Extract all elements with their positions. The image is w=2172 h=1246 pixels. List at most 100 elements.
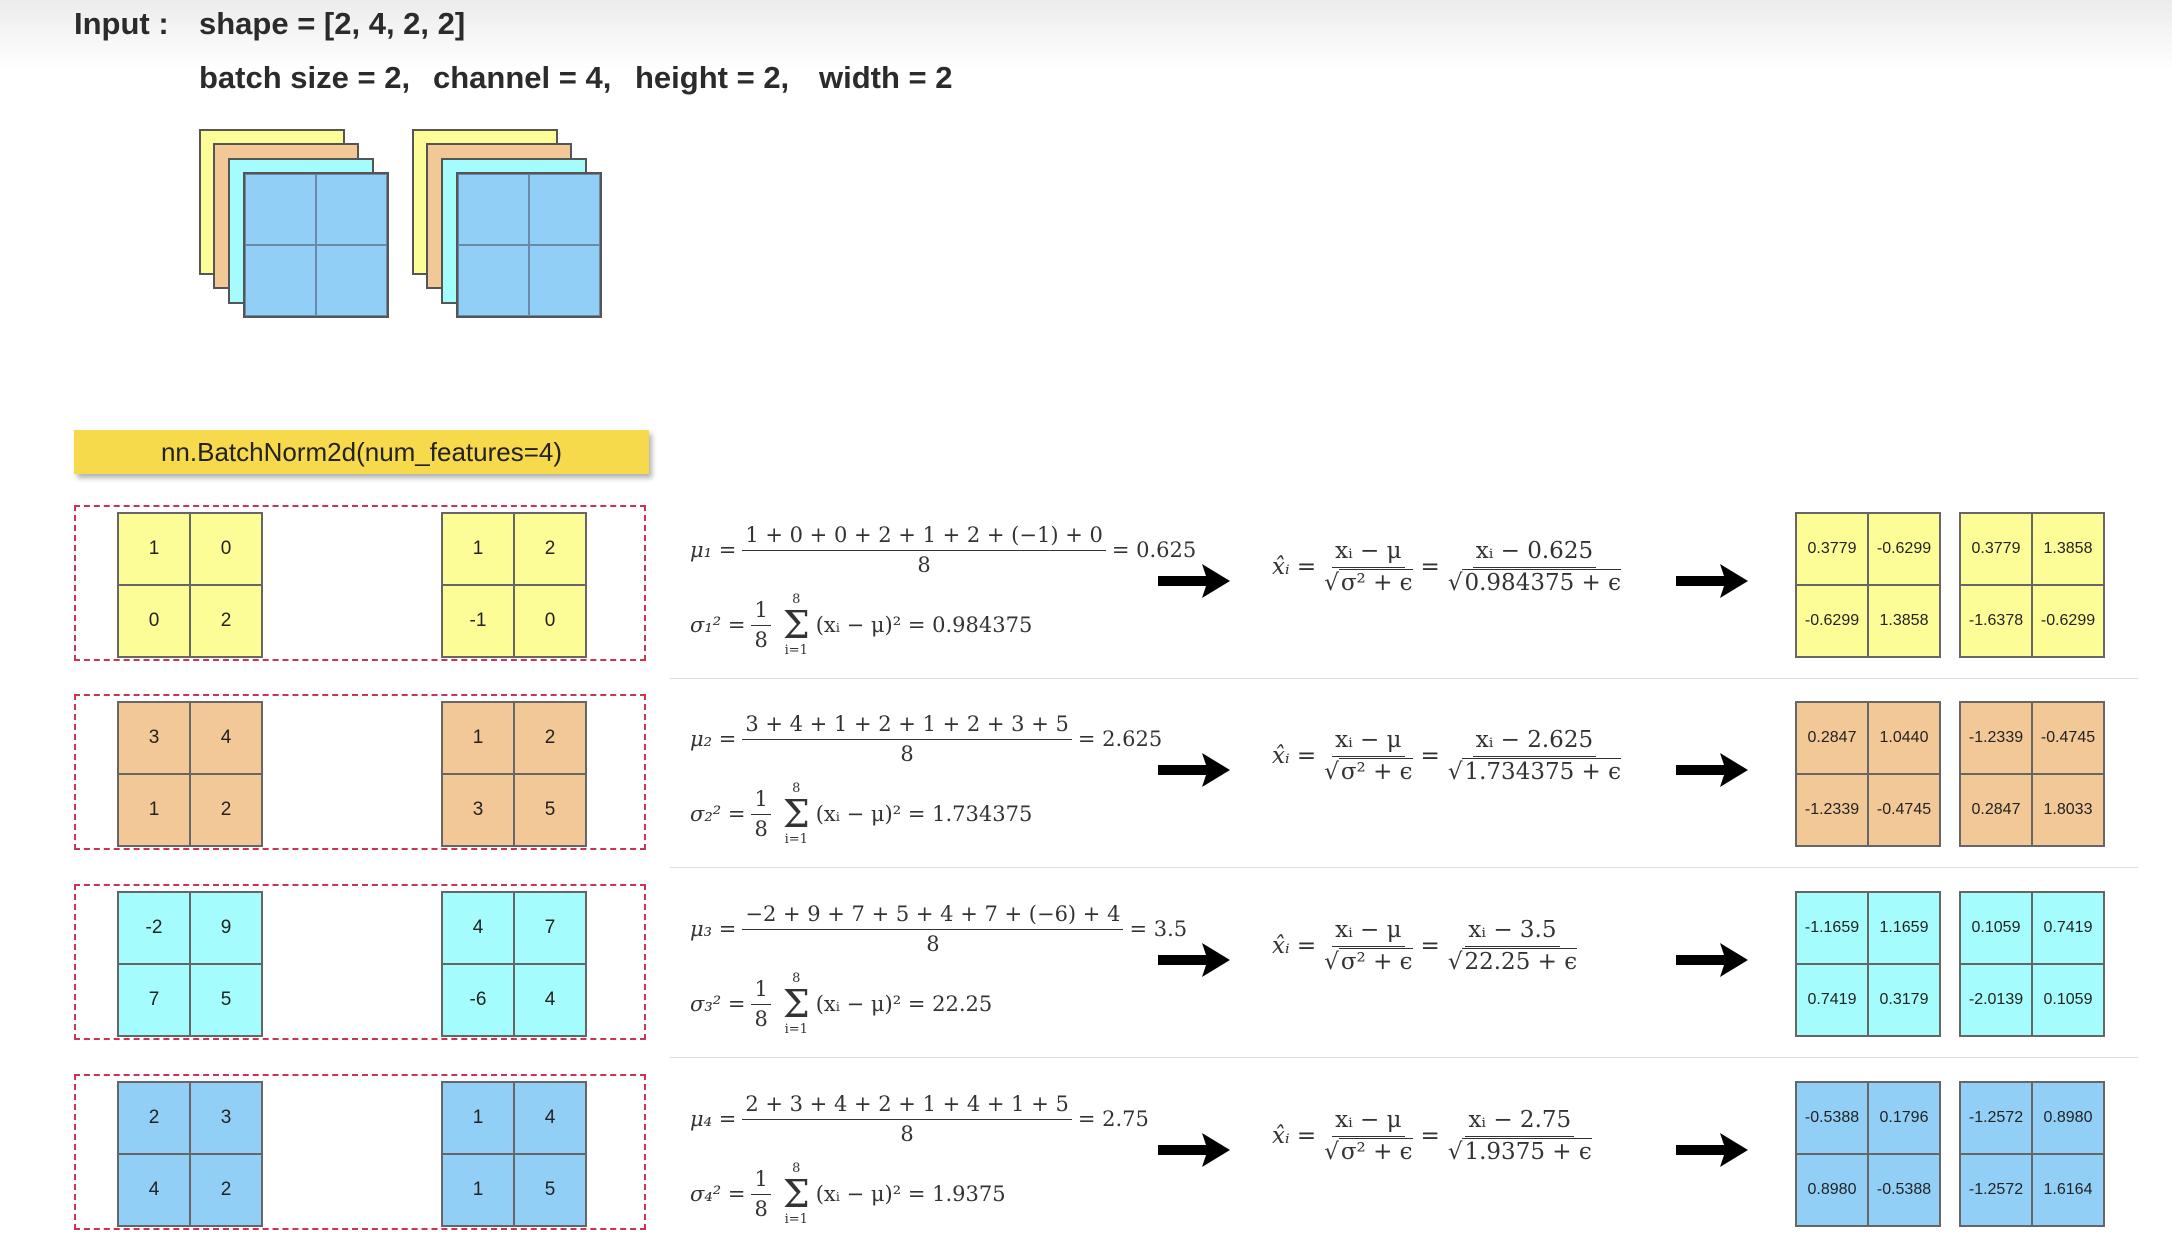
cell-value: -1 bbox=[442, 585, 514, 657]
variance-value: (xᵢ − μ)² = 22.25 bbox=[815, 992, 993, 1016]
channel-4-layer bbox=[243, 172, 389, 318]
cell-value: -0.4745 bbox=[2032, 702, 2104, 774]
cell-value: -1.2339 bbox=[1796, 774, 1868, 846]
variance-symbol: σ₂² = bbox=[690, 802, 746, 826]
numerator: 1 bbox=[751, 977, 771, 1005]
cell-value: 1.3858 bbox=[1868, 585, 1940, 657]
mean-symbol: μ₁ = bbox=[690, 538, 737, 562]
fraction: xᵢ − μ√σ² + ϵ bbox=[1324, 1107, 1413, 1165]
cell-value: 0 bbox=[118, 585, 190, 657]
denominator: √22.25 + ϵ bbox=[1447, 947, 1578, 975]
denominator: 8 bbox=[754, 628, 768, 652]
cell-value: 9 bbox=[190, 892, 262, 964]
numerator: xᵢ − μ bbox=[1332, 727, 1405, 757]
mean-value: = 0.625 bbox=[1111, 538, 1197, 562]
mean-value: = 2.625 bbox=[1077, 727, 1163, 751]
numerator: 1 bbox=[751, 598, 771, 626]
sum-icon: Σ bbox=[782, 603, 810, 647]
radicand: σ² + ϵ bbox=[1338, 1138, 1413, 1165]
equals-sign: = bbox=[1420, 1123, 1440, 1149]
mean-symbol: μ₂ = bbox=[690, 727, 737, 751]
numerator: 1 + 0 + 0 + 2 + 1 + 2 + (−1) + 0 bbox=[742, 523, 1106, 551]
cell-value: 0.7419 bbox=[2032, 892, 2104, 964]
variance-symbol: σ₄² = bbox=[690, 1182, 746, 1206]
numerator: xᵢ − 2.625 bbox=[1472, 727, 1597, 757]
sum-icon: Σ bbox=[782, 1172, 810, 1216]
denominator: √1.734375 + ϵ bbox=[1447, 757, 1622, 785]
sqrt-sign: √ bbox=[1324, 1139, 1339, 1165]
cell-value: 5 bbox=[514, 774, 586, 846]
variance-symbol: σ₁² = bbox=[690, 613, 746, 637]
equals-sign: = bbox=[1420, 554, 1440, 580]
cell-value: 0 bbox=[190, 513, 262, 585]
cell-value: 0.3179 bbox=[1868, 964, 1940, 1036]
numerator: xᵢ − 2.75 bbox=[1465, 1107, 1575, 1137]
cell-value: 0.1059 bbox=[1960, 892, 2032, 964]
cell-value: 0.2847 bbox=[1796, 702, 1868, 774]
sum-upper: 8 bbox=[792, 592, 801, 607]
right-arrow-icon bbox=[1676, 564, 1748, 598]
cell-value: 1.1659 bbox=[1868, 892, 1940, 964]
cell-value: -6 bbox=[442, 964, 514, 1036]
sqrt-sign: √ bbox=[1447, 949, 1463, 975]
sqrt-sign: √ bbox=[1447, 759, 1463, 785]
cell-value: 3 bbox=[442, 774, 514, 846]
cell-value: -1.2339 bbox=[1960, 702, 2032, 774]
sqrt-sign: √ bbox=[1447, 1139, 1463, 1165]
right-arrow-icon bbox=[1676, 943, 1748, 977]
denominator: √σ² + ϵ bbox=[1324, 947, 1413, 975]
denominator: 8 bbox=[917, 553, 931, 577]
cell-value: 7 bbox=[514, 892, 586, 964]
sum-lower: i=1 bbox=[784, 1022, 808, 1037]
right-arrow-icon bbox=[1158, 564, 1230, 598]
fraction: xᵢ − 2.625√1.734375 + ϵ bbox=[1447, 727, 1622, 785]
cell-value: 2 bbox=[514, 702, 586, 774]
batchnorm-label: nn.BatchNorm2d(num_features=4) bbox=[74, 430, 649, 474]
numerator: 1 bbox=[751, 1167, 771, 1195]
cell-value: -0.5388 bbox=[1868, 1154, 1940, 1226]
xhat-symbol: x̂ᵢ = bbox=[1272, 743, 1317, 769]
cell-value: 1 bbox=[442, 1154, 514, 1226]
equals-sign: = bbox=[1420, 743, 1440, 769]
radicand: 1.9375 + ϵ bbox=[1462, 1138, 1592, 1165]
cell-value: 1.8033 bbox=[2032, 774, 2104, 846]
numerator: xᵢ − μ bbox=[1332, 1107, 1405, 1137]
cell-value: -1.1659 bbox=[1796, 892, 1868, 964]
cell-value: -1.6378 bbox=[1960, 585, 2032, 657]
cell-value: 0.3779 bbox=[1796, 513, 1868, 585]
cell-value: -0.6299 bbox=[2032, 585, 2104, 657]
row-separator bbox=[670, 1057, 2138, 1058]
cell-value: -2.0139 bbox=[1960, 964, 2032, 1036]
radicand: 0.984375 + ϵ bbox=[1462, 569, 1622, 596]
mean-symbol: μ₃ = bbox=[690, 917, 737, 941]
cell-value: -0.5388 bbox=[1796, 1082, 1868, 1154]
denominator: 8 bbox=[754, 817, 768, 841]
numerator: 1 bbox=[751, 787, 771, 815]
cell-value: -2 bbox=[118, 892, 190, 964]
cell-value: 0.3779 bbox=[1960, 513, 2032, 585]
channel-1-normalization: x̂ᵢ =xᵢ − μ√σ² + ϵ=xᵢ − 0.625√0.984375 +… bbox=[1272, 538, 1629, 596]
denominator: √σ² + ϵ bbox=[1324, 757, 1413, 785]
sum-icon: Σ bbox=[782, 982, 810, 1026]
